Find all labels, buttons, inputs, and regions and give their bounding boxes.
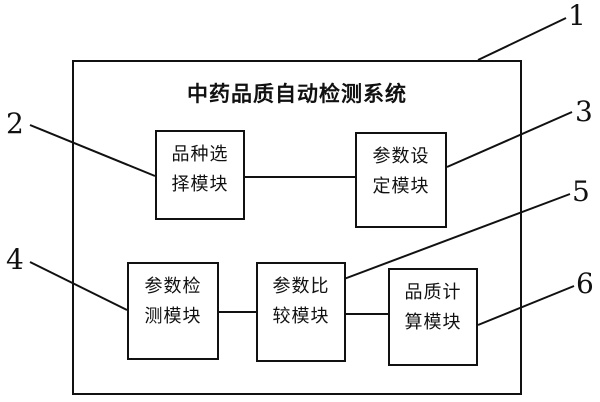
leader-line-3 bbox=[446, 111, 573, 168]
leader-line-2 bbox=[29, 124, 156, 177]
parameter-detection-module: 参数检 测模块 bbox=[127, 262, 219, 360]
callout-number-4: 4 bbox=[6, 243, 24, 276]
module-label-line-1: 品质计 bbox=[404, 282, 462, 303]
leader-line-4 bbox=[29, 261, 128, 311]
callout-number-5: 5 bbox=[572, 175, 590, 208]
variety-selection-module: 品种选 择模块 bbox=[155, 130, 245, 220]
module-label-line-1: 品种选 bbox=[171, 144, 229, 165]
parameter-comparison-module: 参数比 较模块 bbox=[256, 262, 346, 362]
module-label-line-2: 算模块 bbox=[404, 312, 462, 333]
system-title: 中药品质自动检测系统 bbox=[187, 82, 407, 106]
module-label-line-1: 参数比 bbox=[272, 276, 330, 297]
callout-number-2: 2 bbox=[6, 107, 24, 140]
quality-calculation-module: 品质计 算模块 bbox=[388, 268, 478, 366]
module-label-line-2: 择模块 bbox=[171, 174, 229, 195]
module-label-line-1: 参数检 bbox=[144, 276, 202, 297]
module-label-line-2: 定模块 bbox=[372, 176, 430, 197]
callout-number-3: 3 bbox=[575, 95, 593, 128]
module-label-line-2: 测模块 bbox=[144, 306, 202, 327]
system-frame bbox=[72, 60, 522, 395]
leader-line-1 bbox=[477, 17, 567, 61]
leader-line-6 bbox=[477, 285, 575, 326]
leader-line-5 bbox=[335, 193, 571, 283]
module-label-line-1: 参数设 bbox=[372, 146, 430, 167]
callout-number-1: 1 bbox=[568, 0, 586, 32]
module-label-line-2: 较模块 bbox=[272, 306, 330, 327]
parameter-setting-module: 参数设 定模块 bbox=[355, 132, 447, 228]
callout-number-6: 6 bbox=[576, 267, 594, 300]
